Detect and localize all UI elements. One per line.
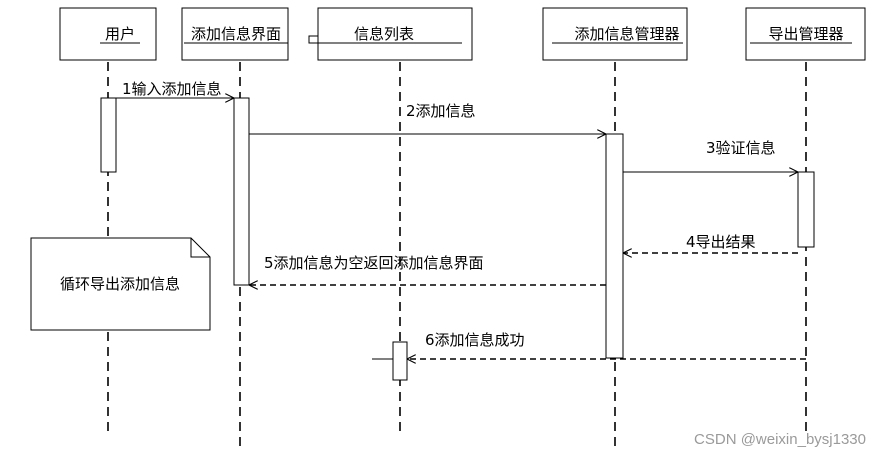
participant-add-manager-label: 添加信息管理器 bbox=[574, 25, 679, 43]
participant-user-label: 用户 bbox=[105, 25, 135, 43]
message-3-label: 3验证信息 bbox=[706, 139, 776, 157]
message-4-label: 4导出结果 bbox=[686, 233, 756, 251]
participant-export-manager: 导出管理器 bbox=[745, 7, 866, 61]
message-1: 1输入添加信息 bbox=[116, 80, 234, 98]
activation-add-ui bbox=[233, 97, 250, 286]
participant-add-manager: 添加信息管理器 bbox=[542, 7, 688, 61]
participant-export-manager-label: 导出管理器 bbox=[768, 25, 843, 43]
message-4: 4导出结果 bbox=[623, 233, 798, 253]
component-icon bbox=[308, 35, 319, 44]
message-5-label: 5添加信息为空返回添加信息界面 bbox=[264, 254, 484, 272]
participant-info-list: 信息列表 bbox=[308, 7, 473, 61]
message-6-label: 6添加信息成功 bbox=[425, 331, 525, 349]
participant-info-list-label: 信息列表 bbox=[354, 25, 414, 43]
message-2: 2添加信息 bbox=[249, 102, 606, 134]
message-5: 5添加信息为空返回添加信息界面 bbox=[249, 254, 606, 285]
message-1-label: 1输入添加信息 bbox=[122, 80, 222, 98]
loop-note-label: 循环导出添加信息 bbox=[60, 275, 180, 293]
participant-add-ui: 添加信息界面 bbox=[181, 7, 289, 61]
participant-user: 用户 bbox=[59, 7, 157, 61]
activation-user bbox=[100, 97, 117, 173]
message-2-label: 2添加信息 bbox=[406, 102, 476, 120]
loop-note: 循环导出添加信息 bbox=[30, 237, 211, 331]
message-6: 6添加信息成功 bbox=[407, 331, 806, 359]
participant-add-ui-label: 添加信息界面 bbox=[191, 25, 281, 43]
activation-info-list bbox=[392, 341, 408, 381]
activation-add-manager bbox=[605, 133, 624, 359]
message-3: 3验证信息 bbox=[623, 139, 798, 172]
activation-export-manager bbox=[797, 171, 815, 248]
watermark: CSDN @weixin_bysj1330 bbox=[694, 431, 866, 448]
